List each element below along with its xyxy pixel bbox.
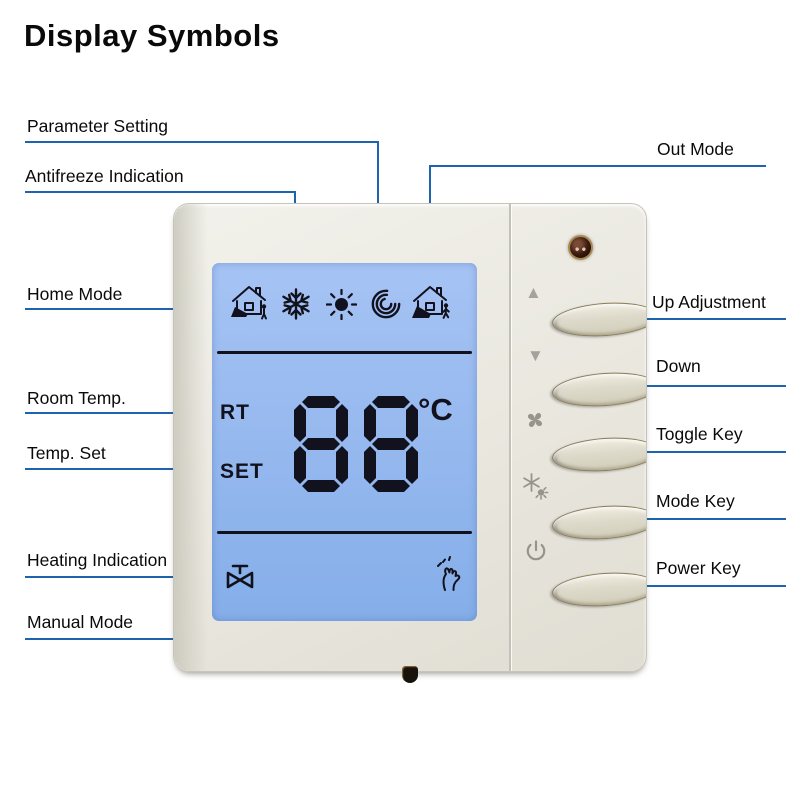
callout-label-out-mode: Out Mode	[657, 139, 734, 159]
callout-label-temp-set: Temp. Set	[27, 443, 106, 463]
room-temp-label: RT	[220, 401, 250, 424]
thermostat-device: RT SET °C ▲ ▼	[173, 203, 647, 683]
temperature-unit: °C	[418, 392, 453, 427]
bottom-sensor-knob	[402, 666, 418, 683]
callout-label-mode: Mode Key	[656, 491, 735, 511]
callout-label-parameter-setting: Parameter Setting	[27, 116, 169, 136]
panel-divider	[509, 204, 511, 671]
toggle-key-button[interactable]	[550, 434, 646, 475]
callout-label-toggle: Toggle Key	[656, 424, 743, 444]
callout-line-tempset	[25, 468, 219, 470]
down-arrow-icon: ▼	[527, 346, 544, 365]
key-panel: ▲ ▼	[510, 204, 646, 671]
red-led-indicator	[568, 235, 593, 260]
power-key-button[interactable]	[550, 569, 646, 610]
callout-label-heating: Heating Indication	[27, 550, 168, 570]
callout-label-manual-mode: Manual Mode	[27, 612, 134, 632]
callout-line-down	[634, 385, 786, 387]
callout-line-mode	[634, 518, 786, 520]
power-icon	[526, 540, 546, 561]
home-mode-icon	[231, 286, 267, 320]
callout-line-heating	[25, 576, 216, 578]
callout-label-room-temp: Room Temp.	[27, 388, 126, 408]
lcd-separator-top	[217, 351, 472, 354]
callout-line-parameter-h	[25, 141, 379, 143]
manual-hand-icon	[437, 556, 461, 591]
panel-divider-highlight	[511, 204, 512, 671]
callout-label-power: Power Key	[656, 558, 741, 578]
up-arrow-icon: ▲	[525, 283, 542, 302]
up-adjustment-button[interactable]	[550, 299, 646, 340]
callout-line-up	[634, 318, 786, 320]
callout-label-up: Up Adjustment	[652, 292, 766, 312]
set-temp-label: SET	[220, 460, 264, 483]
out-mode-icon	[412, 286, 450, 319]
lcd-screen: RT SET °C	[212, 263, 477, 621]
callout-label-home-mode: Home Mode	[27, 284, 123, 304]
mode-key-button[interactable]	[550, 502, 646, 543]
heat-cool-mode-icon	[523, 473, 549, 500]
antifreeze-snowflake-icon	[282, 288, 310, 320]
device-left-bezel	[174, 204, 208, 671]
fan-icon	[527, 412, 543, 428]
callout-line-outmode-h	[429, 165, 766, 167]
callout-label-down: Down	[656, 356, 701, 376]
callout-line-homemode	[25, 308, 219, 310]
lcd-temperature-digits	[294, 396, 418, 492]
comfort-sun-icon	[326, 289, 357, 320]
callout-label-antifreeze: Antifreeze Indication	[25, 166, 184, 186]
callout-line-power	[634, 585, 786, 587]
heating-valve-icon	[226, 564, 254, 589]
down-button[interactable]	[550, 369, 646, 410]
parameter-setting-icon	[371, 289, 401, 319]
callout-line-roomtemp	[25, 412, 219, 414]
lcd-separator-bottom	[217, 531, 472, 534]
page-title: Display Symbols	[24, 18, 280, 53]
callout-line-toggle	[634, 451, 786, 453]
callout-line-antifreeze-h	[25, 191, 296, 193]
